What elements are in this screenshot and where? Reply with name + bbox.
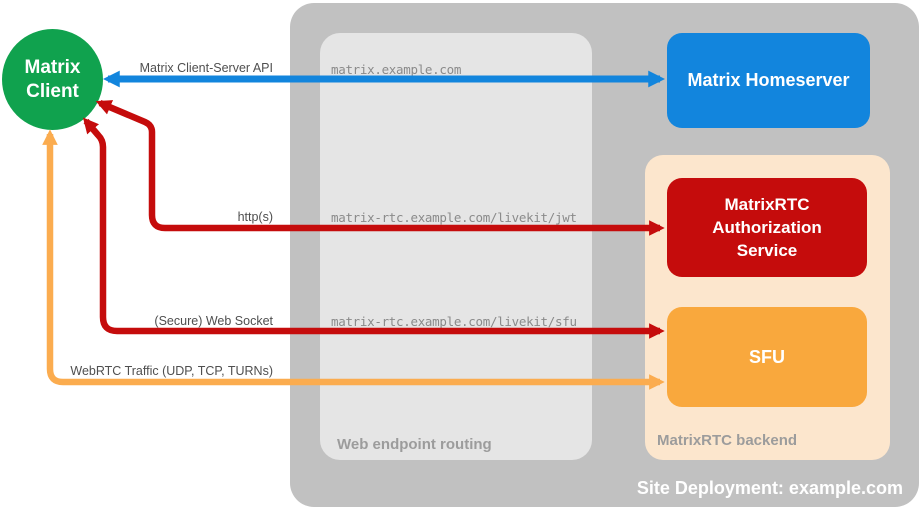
route-livekit-sfu: matrix-rtc.example.com/livekit/sfu	[331, 314, 577, 329]
matrixrtc-authorization-service-node: MatrixRTC Authorization Service	[667, 178, 867, 277]
auth-service-label-line3: Service	[736, 241, 798, 260]
route-matrix-example-com: matrix.example.com	[331, 62, 462, 77]
matrix-client-node: Matrix Client	[2, 29, 103, 130]
site-deployment-caption: Site Deployment: example.com	[636, 478, 903, 498]
matrixrtc-backend-caption: MatrixRTC backend	[657, 432, 798, 449]
web-endpoint-routing-caption: Web endpoint routing	[337, 436, 492, 453]
route-livekit-jwt: matrix-rtc.example.com/livekit/jwt	[331, 210, 577, 225]
sfu-label: SFU	[749, 346, 785, 367]
https-connection-label: http(s)	[237, 210, 273, 224]
matrix-client-label-line1: Matrix	[24, 56, 81, 78]
matrix-client-label-line2: Client	[26, 80, 79, 102]
sfu-node: SFU	[667, 307, 867, 407]
web-endpoint-routing-box	[320, 33, 592, 460]
client-server-api-connection-label: Matrix Client-Server API	[139, 61, 273, 75]
matrix-homeserver-label: Matrix Homeserver	[687, 70, 850, 90]
websocket-connection-label: (Secure) Web Socket	[154, 314, 273, 328]
matrix-homeserver-node: Matrix Homeserver	[667, 33, 870, 128]
auth-service-label-line1: MatrixRTC	[724, 195, 810, 214]
webrtc-traffic-connection-label: WebRTC Traffic (UDP, TCP, TURNs)	[70, 364, 273, 378]
auth-service-label-line2: Authorization	[712, 218, 822, 237]
